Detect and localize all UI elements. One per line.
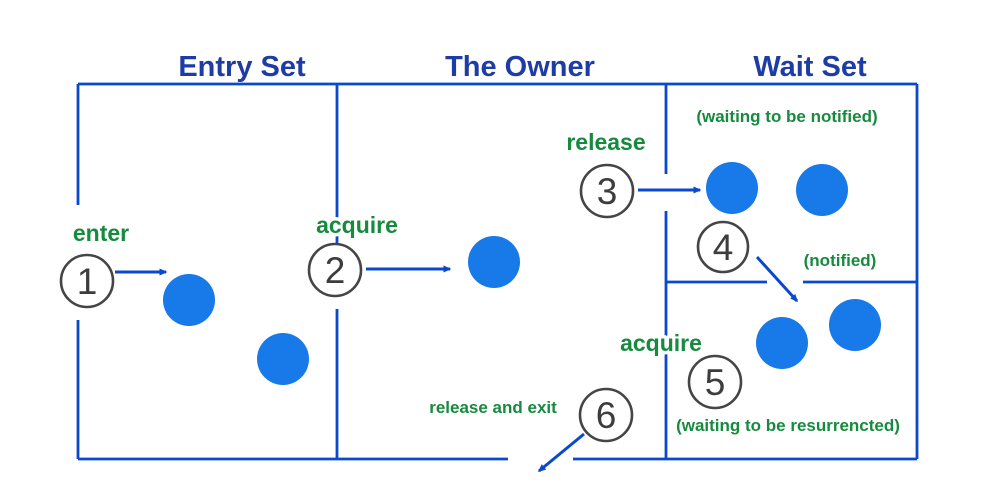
step-5-circle (687, 354, 743, 410)
step-3-number: 3 (597, 171, 618, 212)
wait-set-resurrect-thread-2 (829, 299, 881, 351)
wait-set-resurrect-thread-1 (756, 317, 808, 369)
wait-set-notify-thread-1 (706, 162, 758, 214)
step-2-circle (307, 242, 363, 298)
step-6-circle (578, 387, 634, 443)
frame (76, 82, 919, 461)
step-2-number: 2 (325, 250, 346, 291)
entry-set-thread-1 (163, 274, 215, 326)
wait-set-notify-thread-2 (796, 164, 848, 216)
release-and-exit-arrow (537, 432, 585, 473)
waiting-to-be-notified-label: (waiting to be notified) (696, 107, 877, 126)
step-4-number: 4 (713, 227, 734, 268)
entry-set-header: Entry Set (178, 51, 306, 83)
waiting-to-be-resurrected-label: (waiting to be resurrencted) (676, 416, 900, 435)
step-badge-6: 6 (578, 387, 634, 443)
step-6-number: 6 (596, 395, 617, 436)
step-badge-2: 2 (307, 242, 363, 298)
step-1-number: 1 (77, 261, 98, 302)
thread-circles (163, 162, 881, 385)
release-label: release (566, 129, 645, 155)
step-3-circle (579, 163, 635, 219)
the-owner-header: The Owner (445, 51, 595, 83)
transition-arrows (115, 186, 799, 473)
step-4-circle (696, 220, 750, 274)
acquire-entry-label: acquire (316, 212, 398, 238)
step-badge-5: 5 (687, 354, 743, 410)
step-badge-1: 1 (59, 253, 115, 309)
step-badge-3: 3 (579, 163, 635, 219)
enter-label: enter (73, 220, 129, 246)
notified-label: (notified) (804, 251, 877, 270)
owner-thread (468, 236, 520, 288)
notified-arrow (755, 255, 799, 303)
acquire-wait-label: acquire (620, 330, 702, 356)
step-5-number: 5 (705, 362, 726, 403)
entry-set-thread-2 (257, 333, 309, 385)
release-and-exit-label: release and exit (429, 398, 557, 417)
step-badge-4: 4 (696, 220, 750, 274)
wait-set-header: Wait Set (753, 51, 867, 83)
step-1-circle (59, 253, 115, 309)
